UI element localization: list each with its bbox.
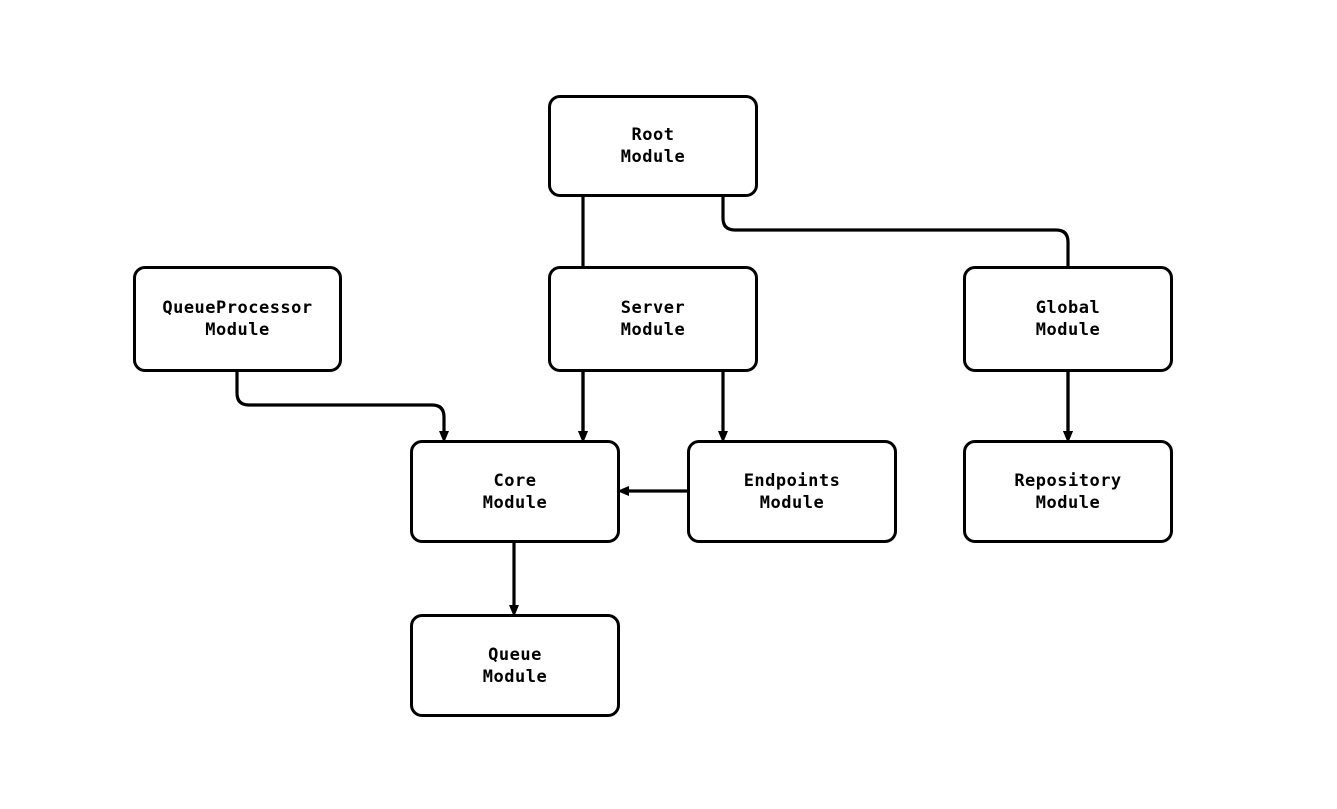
node-label-server: Server Module bbox=[620, 298, 686, 340]
node-server[interactable]: Server Module bbox=[548, 266, 758, 372]
node-label-global: Global Module bbox=[1035, 298, 1101, 340]
node-root[interactable]: Root Module bbox=[548, 95, 758, 197]
node-label-root: Root Module bbox=[620, 125, 686, 167]
node-global[interactable]: Global Module bbox=[963, 266, 1173, 372]
node-label-endpoints: Endpoints Module bbox=[743, 470, 841, 513]
node-label-queueprocessor: QueueProcessor Module bbox=[162, 298, 313, 340]
node-label-repository: Repository Module bbox=[1014, 470, 1122, 513]
node-endpoints[interactable]: Endpoints Module bbox=[687, 440, 897, 543]
node-queue[interactable]: Queue Module bbox=[410, 614, 620, 717]
node-label-queue: Queue Module bbox=[482, 644, 548, 687]
node-repository[interactable]: Repository Module bbox=[963, 440, 1173, 543]
edge-queueprocessor-core bbox=[235, 372, 449, 443]
node-label-core: Core Module bbox=[482, 470, 548, 513]
node-queueprocessor[interactable]: QueueProcessor Module bbox=[133, 266, 342, 372]
node-core[interactable]: Core Module bbox=[410, 440, 620, 543]
